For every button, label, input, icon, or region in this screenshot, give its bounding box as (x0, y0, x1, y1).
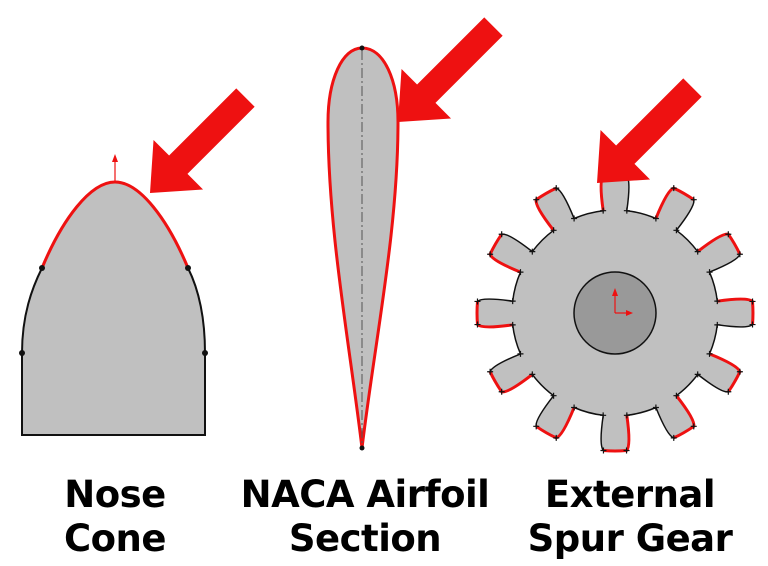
naca-airfoil-label-line2: Section (288, 517, 442, 560)
gear-constraint-mark (600, 207, 607, 214)
gear-constraint-mark (474, 298, 481, 305)
gear-tooth-flank-highlight (475, 301, 513, 329)
gear-tooth-flank-highlight (708, 352, 742, 393)
gear-constraint-mark (623, 447, 630, 454)
gear-constraint-mark (517, 269, 524, 276)
gear-constraint-mark (652, 215, 659, 222)
gear-constraint-mark (498, 388, 505, 395)
arrow-icon (150, 88, 255, 193)
spur-gear-label: External Spur Gear (500, 473, 760, 561)
gear-constraint-mark (673, 227, 680, 234)
gear-constraint-mark (571, 404, 578, 411)
gear-constraint-mark (571, 215, 578, 222)
nose-cone-vertex (19, 350, 25, 356)
gear-constraint-mark (550, 392, 557, 399)
arrow-icon (597, 78, 702, 183)
gear-constraint-mark (725, 388, 732, 395)
gear-constraint-mark (670, 434, 677, 441)
gear-constraint-mark (550, 227, 557, 234)
gear-tooth-flank-highlight (535, 406, 576, 440)
arrow-icon (398, 17, 503, 122)
gear-constraint-mark (736, 251, 743, 258)
gear-constraint-mark (673, 392, 680, 399)
airfoil-body (326, 46, 400, 449)
gear-constraint-mark (509, 298, 516, 305)
gear-constraint-mark (533, 423, 540, 430)
gear-constraint-mark (749, 321, 756, 328)
nose-cone-vertex (185, 265, 191, 271)
gear-constraint-mark (725, 231, 732, 238)
spur-gear-label-line1: External (544, 473, 716, 516)
gear-tooth-flank-highlight (654, 186, 695, 220)
gear-constraint-mark (553, 185, 560, 192)
airfoil-vertex (359, 45, 365, 51)
gear-constraint-mark (517, 350, 524, 357)
gear-constraint-mark (600, 412, 607, 419)
gear-constraint-mark (670, 185, 677, 192)
gear-constraint-mark (533, 196, 540, 203)
gear-constraint-mark (487, 251, 494, 258)
gear-tooth-flank-highlight (603, 415, 631, 453)
nose-cone-body (21, 180, 206, 436)
gear-constraint-mark (736, 368, 743, 375)
gear-constraint-mark (714, 298, 721, 305)
nose-cone-label-line2: Cone (63, 517, 167, 560)
gear-constraint-mark (623, 207, 630, 214)
gear-tooth-highlights (475, 173, 755, 453)
gear-constraint-mark (690, 196, 697, 203)
nose-cone-vertex (39, 265, 45, 271)
nose-cone-label: Nose Cone (20, 473, 210, 561)
gear-constraint-mark (509, 321, 516, 328)
gear-constraint-mark (706, 350, 713, 357)
spur-gear-label-line2: Spur Gear (527, 517, 733, 560)
naca-airfoil-section (326, 45, 400, 451)
gear-constraint-mark (600, 447, 607, 454)
gear-constraint-mark (690, 423, 697, 430)
origin-axis-icon (612, 288, 633, 316)
gear-constraint-mark (623, 412, 630, 419)
naca-airfoil-label: NACA Airfoil Section (235, 473, 495, 561)
gear-constraint-mark (714, 321, 721, 328)
gear-constraint-mark (529, 248, 536, 255)
gear-constraint-mark (694, 371, 701, 378)
gear-constraint-mark (529, 371, 536, 378)
nose-cone-tip-highlight (40, 180, 190, 269)
gear-constraint-mark (749, 298, 756, 305)
airfoil-vertex (359, 445, 365, 451)
nose-cone-vertex (202, 350, 208, 356)
gear-constraint-mark (498, 231, 505, 238)
external-spur-gear (474, 172, 756, 454)
gear-constraint-mark (487, 368, 494, 375)
nose-cone-label-line1: Nose (64, 473, 166, 516)
gear-constraint-mark (474, 321, 481, 328)
gear-constraint-mark (553, 434, 560, 441)
gear-tooth-flank-highlight (717, 297, 755, 325)
gear-constraint-mark (652, 404, 659, 411)
gear-constraint-mark (706, 269, 713, 276)
gear-constraint-mark (694, 248, 701, 255)
naca-airfoil-label-line1: NACA Airfoil (240, 473, 490, 516)
nose-cone (19, 154, 208, 436)
origin-axis-icon (112, 154, 118, 181)
gear-tooth-flank-highlight (488, 233, 522, 274)
